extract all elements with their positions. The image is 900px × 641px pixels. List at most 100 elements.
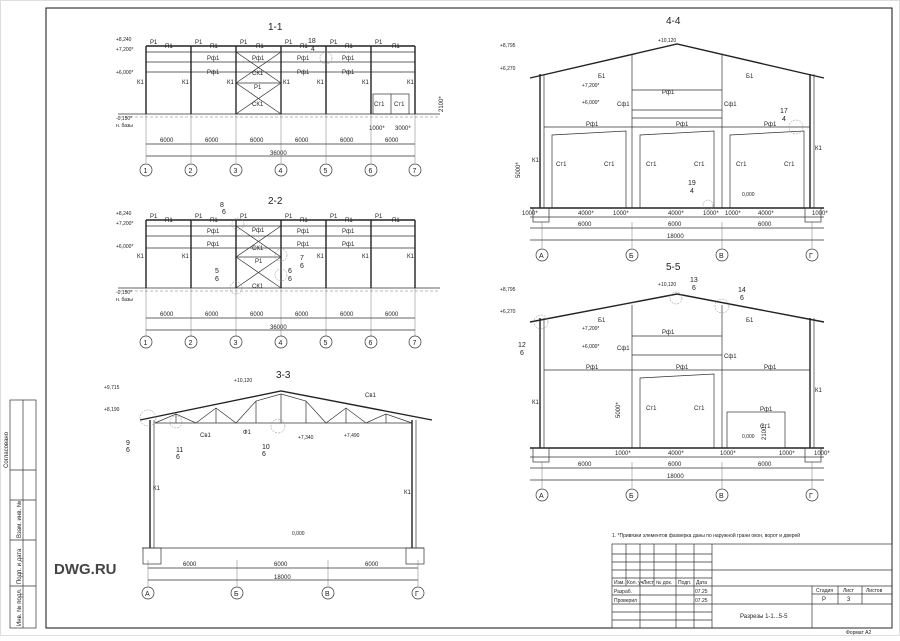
label-k1: К1 [182,80,189,86]
level-6000: +6,000* [582,344,599,350]
axis-2: 2 [189,168,193,175]
label-f1: Ф1 [243,430,252,436]
label-k1: К1 [137,254,144,260]
label-k1: К1 [137,80,144,86]
tb-header-sign: Подп. [678,580,691,586]
dim-6000: 6000 [758,222,772,228]
label-r1: Р1 [375,40,383,46]
dim-1000: 1000* [703,211,719,217]
label-p1: П1 [392,44,400,50]
tb-header-izm: Изм. [614,580,625,586]
label-sk1: СК1 [252,71,264,77]
axis-1: 1 [144,168,148,175]
section-title-3-3: 3-3 [276,370,291,381]
label-st1: Ст1 [694,162,705,168]
label-rf1: Рф1 [586,365,599,371]
axis-7: 7 [413,340,417,347]
callout-9: 9 [126,440,130,447]
level-9715: +9,715 [104,385,120,391]
label-st1: Ст1 [646,162,657,168]
dim-1000: 1000* [812,211,828,217]
label-k1: К1 [182,254,189,260]
label-rf1: Рф1 [662,330,675,336]
tb-header-list: Лист [643,580,655,586]
section-5-5: 5-5 Б1 Б1 Рф1 Сф1 Сф1 Рф1 Рф1 Рф1 Рф1 К1… [500,262,830,502]
callout-19-sheet: 4 [690,188,694,195]
side-stamp: Согласовано Взам. инв. № Подп. и дата Ин… [4,399,37,629]
label-st1: Ст1 [736,162,747,168]
label-k1: К1 [362,254,369,260]
callout-5: 5 [215,268,219,275]
label-r1: Р1 [285,40,293,46]
level-6000: +6,000* [582,100,599,106]
axis-2: 2 [189,340,193,347]
callout-10: 10 [262,444,270,451]
tb-title: Разрезы 1-1...5-5 [740,614,788,620]
dim-1000: 1000* [779,451,795,457]
dim-1000: 1000* [522,211,538,217]
dim-5000: 5000* [616,402,622,418]
label-k1: К1 [407,80,414,86]
stamp-sign-date: Подп. и дата [17,548,23,584]
level-0000: 0,000 [742,192,755,198]
label-rf1: Рф1 [297,56,310,62]
label-p1: П1 [256,44,264,50]
section-title-2-2: 2-2 [268,196,283,207]
level-7200: +7,200* [116,47,133,53]
level-7490: +7,490 [344,433,360,439]
level-7200: +7,200* [582,326,599,332]
dim-1000: 1000* [613,211,629,217]
callout-7: 7 [300,255,304,262]
label-sk1: СК1 [252,246,264,252]
level-minus-0150: -0,150* [116,116,132,122]
level-6000: +6,000* [116,70,133,76]
dim-36000: 36000 [270,325,287,331]
level-7340: +7,340 [298,435,314,441]
label-sv1: Св1 [200,433,212,439]
tb-sheet-header: Лист [843,588,855,594]
dim-3000: 3000* [395,126,411,132]
label-rf1: Рф1 [252,56,265,62]
section-1-1: 1-1 Р1 П1 Р1 П1 Р1 П1 Р1 П1 Р1 П [116,22,445,177]
dim-6000: 6000 [340,312,354,318]
callout-17: 17 [780,108,788,115]
axis-v: В [719,253,724,260]
label-rf1: Рф1 [207,242,220,248]
section-2-2: 2-2 Р1 П1 Р1 П1 Р1 Р1 П1 Р1 П1 Р1 П1 Рф1… [116,196,440,349]
axis-6: 6 [369,168,373,175]
label-p1: П1 [165,44,173,50]
dim-18000: 18000 [274,575,291,581]
drawing-frame [45,7,893,629]
callout-18: 18 [308,38,316,45]
label-sf1: Сф1 [617,102,630,108]
label-p1: П1 [345,44,353,50]
label-rf1: Рф1 [342,242,355,248]
label-rf1: Рф1 [252,228,265,234]
level-6000: +6,000* [116,244,133,250]
level-10120: +10,120 [234,378,252,384]
axis-3: 3 [234,340,238,347]
axis-g: Г [415,591,419,598]
level-0000: 0,000 [742,434,755,440]
callout-19: 19 [688,180,696,187]
dim-6000: 6000 [160,312,174,318]
tb-sheet-number: 3 [847,597,851,603]
level-6270: +6,270 [500,309,516,315]
tb-date-1: 07.25 [695,589,708,595]
label-k1: К1 [407,254,414,260]
label-rf1: Рф1 [764,365,777,371]
label-rf1: Рф1 [676,365,689,371]
label-sf1: Сф1 [617,346,630,352]
callout-11: 11 [176,447,183,454]
general-note: 1. *Привязки элементов фахверка даны по … [612,532,800,539]
tb-header-kol: Кол. уч. [627,580,645,586]
dim-6000: 6000 [205,138,219,144]
label-k1: К1 [362,80,369,86]
label-st1: Ст1 [694,406,705,412]
section-3-3: 3-3 К1 К1 Ф1 Св1 Св1 +9,715 +8,190 +10,1… [104,370,433,600]
dim-1000: 1000* [725,211,741,217]
label-b1: Б1 [746,318,754,324]
level-7200: +7,200* [582,83,599,89]
axis-a: А [145,591,150,598]
label-rf1: Рф1 [586,122,599,128]
